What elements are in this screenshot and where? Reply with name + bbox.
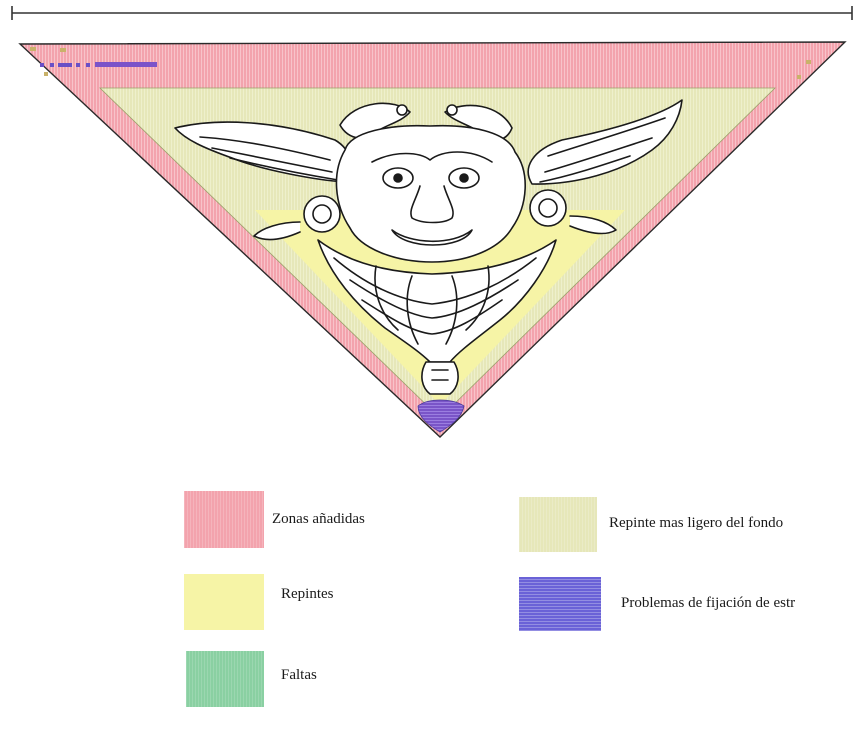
losses-label: Faltas xyxy=(281,667,317,684)
repaints-swatch xyxy=(184,574,264,630)
added-zones-label: Zonas añadidas xyxy=(272,511,365,528)
added-zones-swatch xyxy=(184,491,264,548)
losses-swatch xyxy=(186,651,264,707)
fixation-problems-swatch xyxy=(519,577,601,631)
fixation-problems-label: Problemas de fijación de estr xyxy=(621,595,795,612)
lighter-repaint-swatch xyxy=(519,497,597,552)
lighter-repaint-label: Repinte mas ligero del fondo xyxy=(609,515,783,532)
repaints-label: Repintes xyxy=(281,586,334,603)
